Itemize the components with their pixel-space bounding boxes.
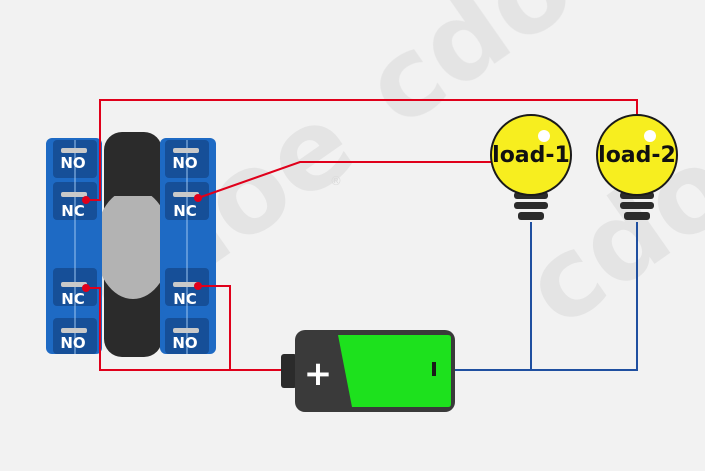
- terminal-tab: [173, 148, 199, 153]
- red-wires: [86, 99, 638, 371]
- bulb-base-ring: [624, 212, 650, 220]
- bulb-base-ring: [620, 202, 654, 209]
- terminal-tab: [173, 282, 199, 287]
- load-label: load-2: [598, 143, 676, 168]
- junction-dot: [82, 284, 90, 292]
- blue-wires: [455, 222, 638, 371]
- terminal-label: NC: [173, 202, 197, 220]
- wire-right-nc-to-load-1: [197, 161, 492, 199]
- battery-plus-icon: +: [304, 354, 333, 394]
- junction-dot: [82, 196, 90, 204]
- wire-left-nc-to-load-2: [86, 99, 638, 201]
- terminal-label: NO: [172, 154, 197, 172]
- terminal-label: NC: [61, 290, 85, 308]
- terminal-tab: [173, 192, 199, 197]
- bulb-highlight: [538, 130, 550, 142]
- load-label: load-1: [492, 143, 570, 168]
- battery: +: [281, 330, 455, 412]
- bulb-glass: [596, 114, 678, 196]
- terminal-label: NO: [60, 154, 85, 172]
- battery-charge-fill: [338, 335, 451, 407]
- battery-terminal: [281, 354, 297, 388]
- bulb-glass: [490, 114, 572, 196]
- terminal-label: NC: [173, 290, 197, 308]
- bulb-base-ring: [518, 212, 544, 220]
- terminal-tab: [173, 328, 199, 333]
- junction-dots: [82, 194, 202, 292]
- wire-right-nc-to-battery: [198, 285, 231, 370]
- bulb-base-ring: [514, 202, 548, 209]
- load-1-bulb: load-1: [490, 114, 572, 220]
- switch-actuator: [95, 189, 171, 299]
- battery-minus-icon: [432, 362, 436, 376]
- junction-dot: [194, 282, 202, 290]
- terminal-label: NO: [60, 334, 85, 352]
- wire-battery-to-load-2: [455, 222, 638, 371]
- load-2-bulb: load-2: [596, 114, 678, 220]
- terminal-label: NC: [61, 202, 85, 220]
- terminal-tab: [61, 148, 87, 153]
- toggle-switch: NO NC NC NO NO NC NC NO: [46, 132, 216, 357]
- bulb-highlight: [644, 130, 656, 142]
- terminal-tab: [61, 192, 87, 197]
- terminal-label: NO: [172, 334, 197, 352]
- wire-left-nc-to-battery: [86, 287, 282, 371]
- watermark-reg: ®: [330, 174, 342, 188]
- junction-dot: [194, 194, 202, 202]
- terminal-tab: [61, 328, 87, 333]
- switch-pole-left: NO NC NC NO: [46, 138, 102, 354]
- terminal-tab: [61, 282, 87, 287]
- switch-pole-right: NO NC NC NO: [160, 138, 216, 354]
- switch-center-housing: [104, 186, 162, 196]
